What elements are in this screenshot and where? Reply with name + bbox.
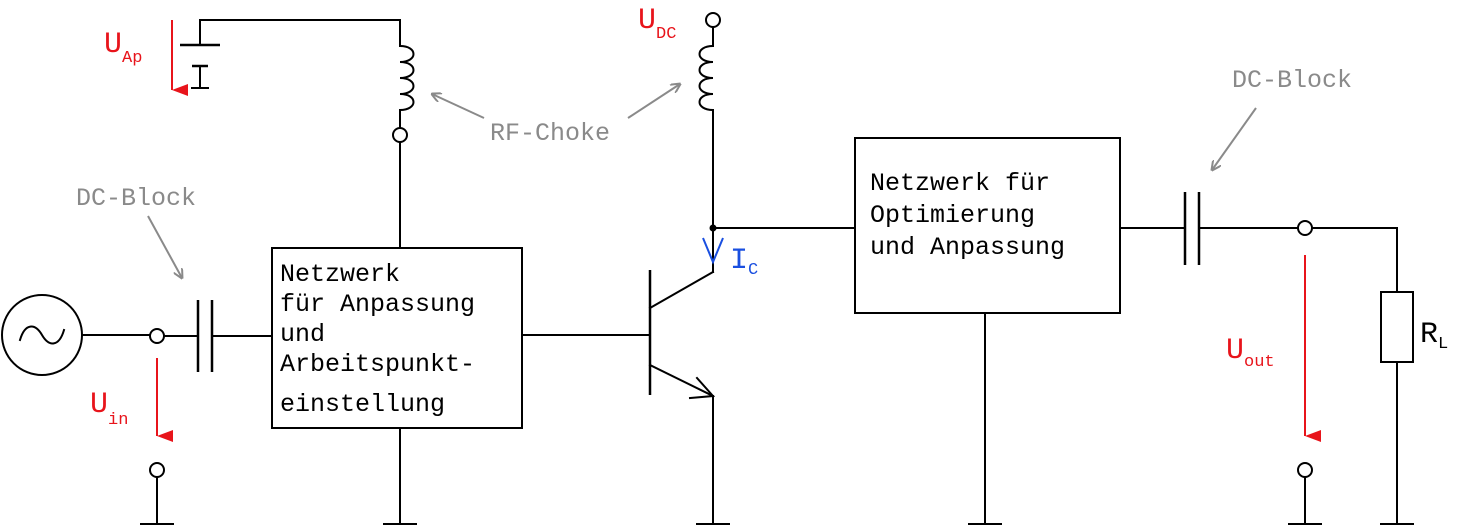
dc-block-in-label: DC-Block [76, 184, 196, 213]
capacitor-icon [196, 300, 214, 372]
u-in-label: Uin [90, 388, 128, 430]
npn-transistor-icon [648, 270, 716, 400]
resistor-label: RL [1420, 318, 1448, 354]
input-ground-terminal [149, 462, 165, 478]
battery-icon [180, 43, 220, 89]
u-dc-label: UDC [638, 4, 676, 44]
u-ap-label: UAp [104, 28, 142, 68]
resistor-icon [1380, 291, 1414, 363]
input-network-label: Netzwerk für Anpassung und Arbeitspunkt-… [280, 260, 490, 419]
dc-block-out-label: DC-Block [1232, 66, 1352, 95]
output-ground-terminal [1297, 462, 1313, 478]
capacitor-icon [1183, 192, 1201, 265]
output-terminal [1297, 220, 1313, 236]
rf-choke-pointer-right [627, 84, 680, 119]
current-arrow [702, 237, 724, 265]
output-network-box [854, 137, 1121, 314]
inductor-icon [398, 44, 415, 112]
ac-source-icon [1, 294, 83, 376]
input-network-box [271, 247, 523, 429]
vdc-terminal [705, 12, 721, 28]
rf-choke-label: RF-Choke [490, 119, 610, 148]
output-network-label: Netzwerk für Optimierung und Anpassung [870, 169, 1065, 262]
dc-block-in-pointer [147, 215, 182, 278]
current-label: IC [730, 244, 758, 280]
rf-choke-pointer-left [432, 94, 485, 119]
dc-block-out-pointer [1212, 107, 1257, 170]
u-out-label: Uout [1226, 334, 1275, 372]
bias-terminal [392, 127, 408, 143]
inductor-icon [698, 44, 715, 112]
input-terminal [149, 328, 165, 344]
